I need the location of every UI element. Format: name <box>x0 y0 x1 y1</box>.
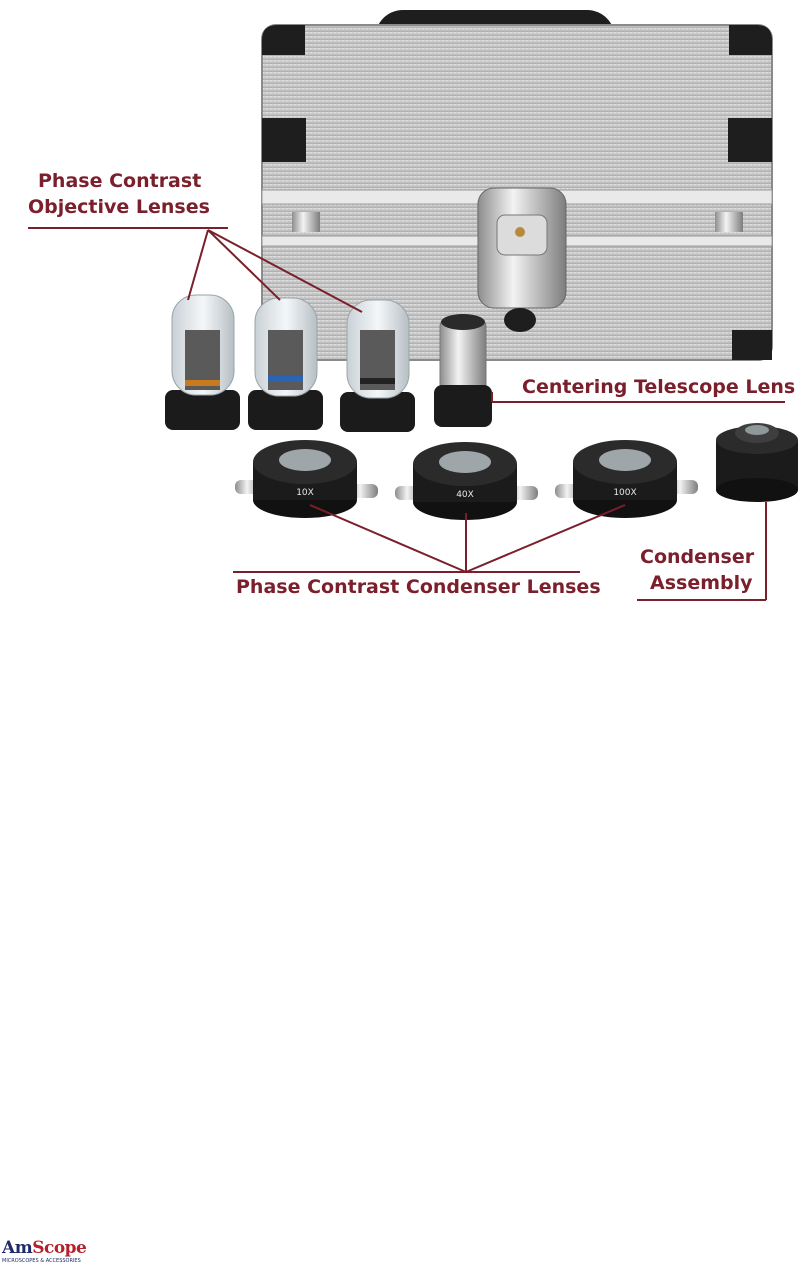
marking-40x: 40X <box>456 490 474 500</box>
objective-lens-2 <box>248 297 323 430</box>
objective-lens-3 <box>340 299 415 432</box>
marking-10x: 10X <box>296 488 314 498</box>
condenser-lens-40x <box>395 442 538 520</box>
callout-lines <box>28 227 785 601</box>
centering-telescope <box>434 314 492 427</box>
condenser-lens-100x <box>555 440 698 518</box>
marking-100x: 100X <box>613 488 636 498</box>
logo-wordmark: AmScope <box>2 1238 87 1258</box>
condenser-lenses-label: Phase Contrast Condenser Lenses <box>236 576 601 598</box>
telescope-label: Centering Telescope Lens <box>522 376 796 398</box>
condenser-assembly-label-1: Condenser <box>640 546 755 568</box>
amscope-logo: AmScope MICROSCOPES & ACCESSORIES <box>0 1238 92 1268</box>
condenser-assembly-label-2: Assembly <box>650 572 753 594</box>
case-latch <box>477 187 567 332</box>
objective-lens-1 <box>165 294 240 430</box>
objective-lenses-label-2: Objective Lenses <box>28 196 210 218</box>
logo-tagline: MICROSCOPES & ACCESSORIES <box>2 1258 81 1264</box>
condenser-lens-10x <box>235 440 378 518</box>
condenser-assembly <box>716 423 798 502</box>
aluminum-case <box>261 10 773 361</box>
objective-lenses-label-1: Phase Contrast <box>38 170 202 192</box>
